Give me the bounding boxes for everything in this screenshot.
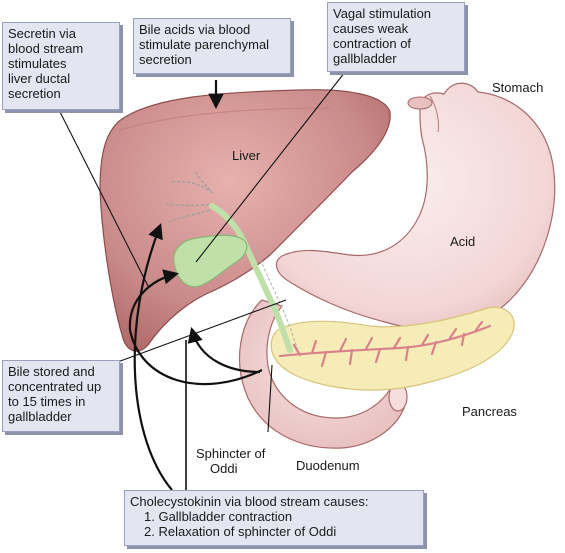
bile-stored-callout: Bile stored and concentrated up to 15 ti… <box>2 360 120 432</box>
bile-stored-line: gallbladder <box>8 409 72 424</box>
flow-arrows <box>128 80 263 491</box>
secretin-line: Secretin via <box>8 26 76 41</box>
gallbladder-shape <box>173 234 248 288</box>
bile-stored-line: concentrated up <box>8 379 102 394</box>
cck-line: 2. Relaxation of sphincter of Oddi <box>144 524 337 539</box>
secretin-line: blood stream <box>8 41 84 56</box>
cholecystokinin-callout: Cholecystokinin via blood stream causes:… <box>124 490 424 546</box>
stomach-shape <box>275 82 556 330</box>
label-stomach: Stomach <box>492 80 544 95</box>
bile-stored-line: to 15 times in <box>8 394 86 409</box>
secretin-callout: Secretin via blood stream stimulates liv… <box>2 22 120 110</box>
cck-line: Cholecystokinin via blood stream causes: <box>130 494 369 509</box>
pancreatic-duct <box>278 320 492 368</box>
bile-acids-callout: Bile acids via blood stimulate parenchym… <box>133 18 291 74</box>
common-bile-duct <box>209 203 293 353</box>
vagal-line: Vagal stimulation <box>333 6 432 21</box>
label-sphincter-line: Sphincter of <box>196 446 266 461</box>
vagal-line: contraction of <box>333 36 412 51</box>
secretin-line: secretion <box>8 86 61 101</box>
liver-shape <box>99 89 391 352</box>
secretin-line: liver ductal <box>8 71 71 86</box>
label-liver: Liver <box>232 148 261 163</box>
bile-acids-line: Bile acids via blood <box>139 22 251 37</box>
bile-acids-line: secretion <box>139 52 192 67</box>
vagal-line: gallbladder <box>333 51 397 66</box>
cck-line: 1. Gallbladder contraction <box>144 509 293 524</box>
label-pancreas: Pancreas <box>462 404 517 419</box>
intrahepatic-ducts <box>165 171 215 223</box>
vagal-line: causes weak <box>333 21 409 36</box>
bile-stored-line: Bile stored and <box>8 364 95 379</box>
label-sphincter-line: Oddi <box>210 461 238 476</box>
vagal-callout: Vagal stimulation causes weak contractio… <box>327 2 465 72</box>
bile-acids-line: stimulate parenchymal <box>139 37 270 52</box>
label-duodenum: Duodenum <box>296 458 360 473</box>
label-sphincter: Sphincter of Oddi <box>196 446 265 476</box>
label-acid: Acid <box>450 234 476 249</box>
secretin-line: stimulates <box>8 56 67 71</box>
